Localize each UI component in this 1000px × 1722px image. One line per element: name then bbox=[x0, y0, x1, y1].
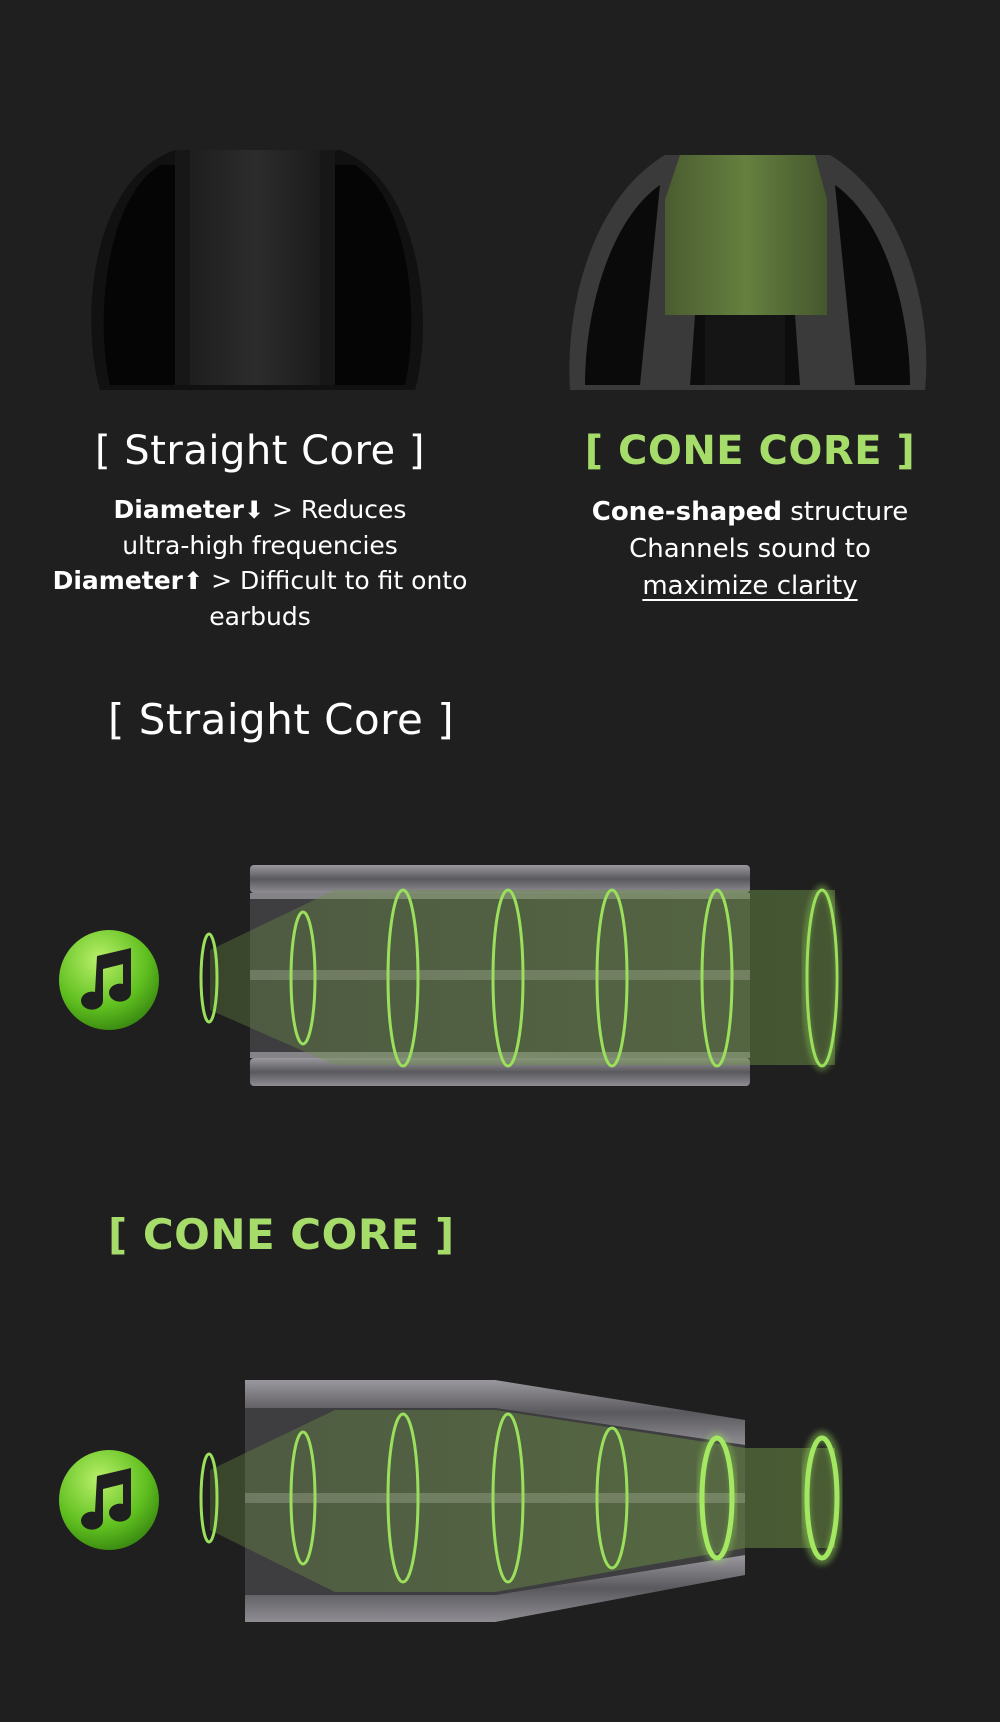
straight-core-description: Diameter⬇ > Reduces ultra-high frequenci… bbox=[20, 492, 500, 634]
arrow-up-icon: ⬆ bbox=[183, 567, 204, 595]
cone-core-eartip-image bbox=[569, 155, 927, 390]
straight-core-eartip-image bbox=[91, 150, 423, 390]
cone-desc-line-3: maximize clarity bbox=[545, 568, 955, 605]
music-note-icon bbox=[59, 930, 159, 1030]
straight-desc-line-1: Diameter⬇ > Reduces bbox=[20, 492, 500, 528]
difficult-text: > Difficult to fit onto earbuds bbox=[203, 566, 468, 631]
cone-shaped-label: Cone-shaped bbox=[591, 497, 782, 527]
arrow-down-icon: ⬇ bbox=[243, 496, 265, 524]
cone-core-sound-diagram bbox=[45, 1370, 875, 1630]
music-note-icon bbox=[59, 1450, 159, 1550]
cone-desc-line-2: Channels sound to bbox=[629, 534, 871, 564]
diameter-label: Diameter bbox=[52, 566, 184, 595]
maximize-clarity-text: maximize clarity bbox=[642, 571, 858, 601]
reduces-text: > Reduces bbox=[264, 495, 407, 524]
cone-desc-line-1: Cone-shaped structure bbox=[545, 494, 955, 531]
straight-core-title: [ Straight Core ] bbox=[94, 428, 425, 474]
cone-core-title: [ CONE CORE ] bbox=[584, 428, 916, 474]
straight-core-section-title: [ Straight Core ] bbox=[108, 695, 455, 744]
structure-text: structure bbox=[782, 497, 909, 527]
cone-core-description: Cone-shaped structure Channels sound to … bbox=[545, 494, 955, 605]
straight-core-sound-diagram bbox=[45, 850, 875, 1110]
cone-core-section-title: [ CONE CORE ] bbox=[108, 1210, 455, 1259]
straight-desc-line-3: Diameter⬆ > Difficult to fit onto earbud… bbox=[20, 563, 500, 634]
straight-desc-line-2: ultra-high frequencies bbox=[122, 531, 398, 560]
diameter-label: Diameter bbox=[113, 495, 244, 524]
